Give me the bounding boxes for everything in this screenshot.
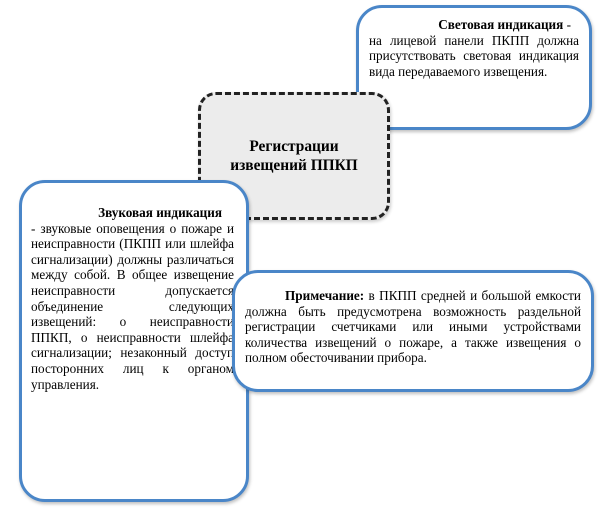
light-indication-dash: - (563, 17, 571, 32)
registration-title: Регистрации извещений ППКП (230, 137, 358, 175)
sound-indication-box: Звуковая индикация - звуковые оповещения… (19, 180, 249, 502)
light-indication-heading-line: Световая индикация - (369, 17, 579, 33)
sound-indication-heading-line: Звуковая индикация (31, 205, 234, 221)
light-indication-box: Световая индикация - на лицевой панели П… (356, 5, 592, 130)
registration-title-line1: Регистрации (249, 138, 339, 155)
sound-indication-heading: Звуковая индикация (98, 205, 222, 220)
light-indication-heading: Световая индикация (438, 17, 564, 32)
sound-indication-text: - звуковые оповещения о пожаре и неиспра… (31, 220, 234, 392)
note-heading: Примечание: (285, 288, 365, 303)
note-box: Примечание: в ПКПП средней и большой емк… (232, 270, 594, 392)
registration-title-line2: извещений ППКП (230, 157, 358, 174)
note-text: в ПКПП средней и большой емкости должна … (245, 288, 581, 366)
light-indication-text: на лицевой панели ПКПП должна присутство… (369, 32, 579, 79)
note-paragraph: Примечание: в ПКПП средней и большой емк… (245, 288, 581, 366)
